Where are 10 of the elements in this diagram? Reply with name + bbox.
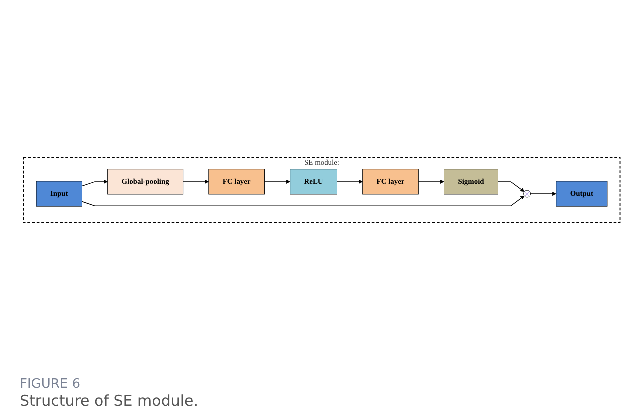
arrow: [182, 180, 210, 184]
figure-number: FIGURE 6: [20, 377, 82, 392]
arrow: [82, 180, 108, 187]
caption: Structure of SE module.: [20, 392, 200, 410]
arrow: [498, 182, 525, 192]
arrow: [264, 180, 290, 184]
arrow: [336, 180, 364, 184]
arrow: [530, 192, 557, 196]
arrow: [418, 180, 444, 184]
arrow: [82, 196, 525, 207]
